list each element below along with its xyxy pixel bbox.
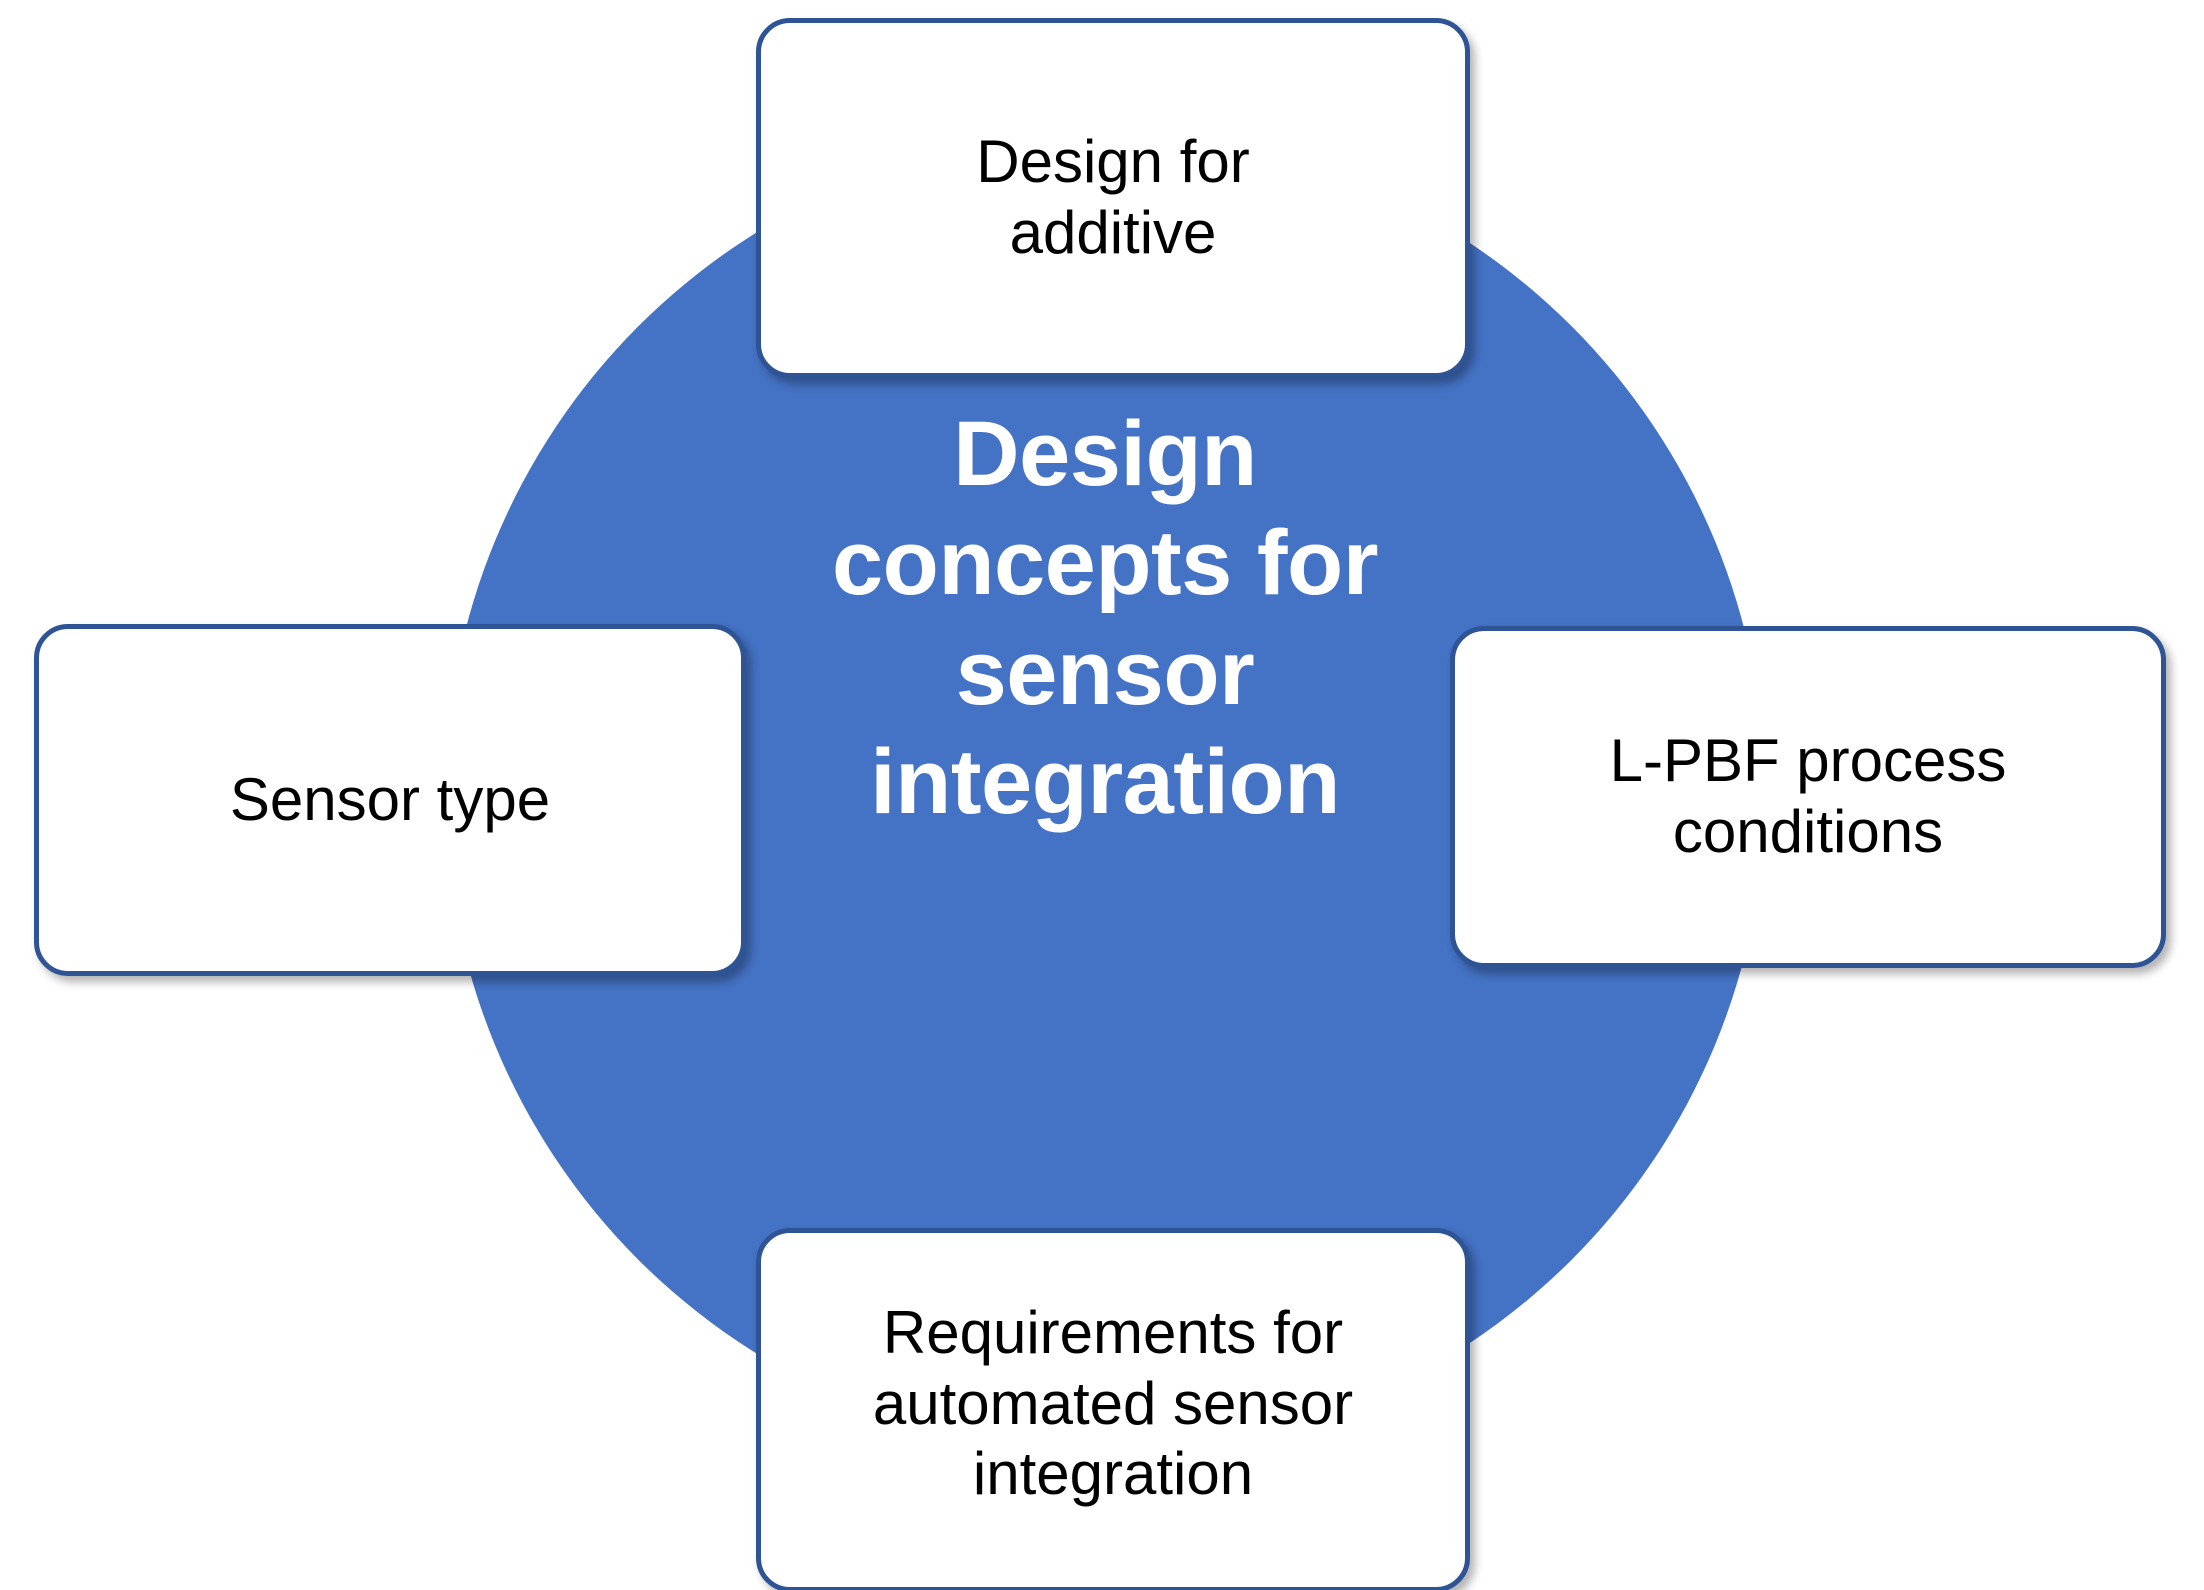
- node-bottom-line-1: Requirements for: [882, 1298, 1344, 1366]
- node-right-line-1: L-PBF process: [1609, 727, 2007, 795]
- node-bottom-line-3: integration: [972, 1440, 1254, 1508]
- hub-label-line-1: Design: [953, 403, 1257, 505]
- node-right-line-2: conditions: [1672, 798, 1944, 865]
- node-design-for-additive[interactable]: Design for additive: [756, 18, 1470, 378]
- hub-label-line-3: sensor: [955, 621, 1255, 724]
- node-lpbf-process-conditions[interactable]: L-PBF process conditions: [1450, 626, 2166, 968]
- node-top-line-2: additive: [1009, 199, 1217, 266]
- node-left-line-1: Sensor type: [229, 765, 551, 833]
- node-top-line-1: Design for: [976, 128, 1250, 196]
- node-top-text: Design for additive: [976, 127, 1249, 269]
- node-sensor-type[interactable]: Sensor type: [34, 624, 746, 976]
- hub-label: Design concepts for sensor integration: [620, 400, 1590, 838]
- node-right-text: L-PBF process conditions: [1610, 726, 2007, 868]
- hub-label-line-2: concepts for: [831, 512, 1379, 615]
- node-bottom-text: Requirements for automated sensor integr…: [873, 1298, 1353, 1510]
- node-requirements-automated-sensor-integration[interactable]: Requirements for automated sensor integr…: [756, 1228, 1470, 1590]
- node-left-text: Sensor type: [230, 765, 550, 836]
- node-bottom-line-2: automated sensor: [872, 1369, 1354, 1437]
- hub-label-line-4: integration: [870, 731, 1340, 834]
